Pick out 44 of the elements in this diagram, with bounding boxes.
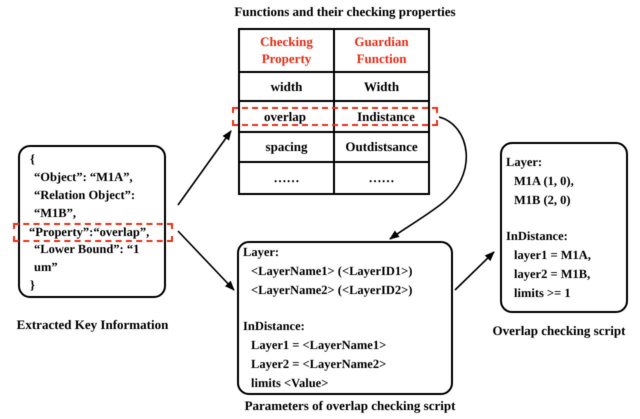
table: [238, 28, 430, 195]
code-line: <LayerName2> (<LayerID2>): [250, 282, 414, 299]
column-header: Checking Property: [259, 33, 314, 68]
code-line: Layer:: [506, 154, 544, 171]
highlight-box: [232, 107, 438, 126]
code-line: Layer1 = <LayerName1>: [250, 337, 388, 354]
arrow: [177, 130, 232, 206]
script-box: [500, 142, 628, 313]
code-line: layer1 = M1A,: [513, 246, 592, 264]
arrow: [389, 116, 467, 240]
arrow: [454, 251, 495, 291]
json-line: “Lower Bound”: “1 um”: [33, 240, 140, 276]
code-line: InDistance:: [506, 228, 569, 244]
json-line: {: [30, 150, 36, 168]
node-label: Extracted Key Information: [16, 316, 168, 334]
table-cell-text: Outdistsance: [344, 138, 419, 156]
table-cell-text: ……: [272, 169, 300, 186]
code-line: layer2 = M1B,: [513, 266, 592, 283]
json-line: “Object”: “M1A”,: [33, 168, 134, 186]
code-line: limits <Value>: [250, 375, 330, 392]
code-line: limits >= 1: [513, 284, 572, 302]
json-line: “Property”:“overlap”,: [29, 225, 150, 240]
table-cell-text: overlap: [264, 109, 306, 124]
code-line: M1B (2, 0): [513, 192, 572, 208]
code-line: Layer:: [243, 244, 280, 261]
table-cell-text: ……: [368, 169, 396, 186]
table-cell-text: Width: [362, 78, 400, 96]
json-line: “Relation Object”: “M1B”,: [33, 186, 136, 222]
arrow: [177, 230, 235, 291]
json-box: [18, 145, 166, 298]
script-box: [237, 241, 453, 395]
table-cell-text: Indistance: [357, 109, 415, 124]
code-line: Layer2 = <LayerName2>: [250, 356, 388, 373]
code-line: M1A (1, 0),: [513, 172, 575, 190]
json-line: }: [30, 276, 36, 294]
code-line: InDistance:: [243, 318, 306, 335]
table-cell-text: spacing: [264, 138, 308, 156]
highlight-box: [13, 223, 173, 242]
table-cell-text: width: [270, 78, 304, 96]
node-label: Parameters of overlap checking script: [244, 397, 456, 415]
node-label: Overlap checking script: [492, 322, 626, 340]
column-header: Guardian Function: [353, 33, 410, 68]
code-line: <LayerName1> (<LayerID1>): [250, 263, 414, 280]
node-label: Functions and their checking properties: [234, 3, 456, 21]
